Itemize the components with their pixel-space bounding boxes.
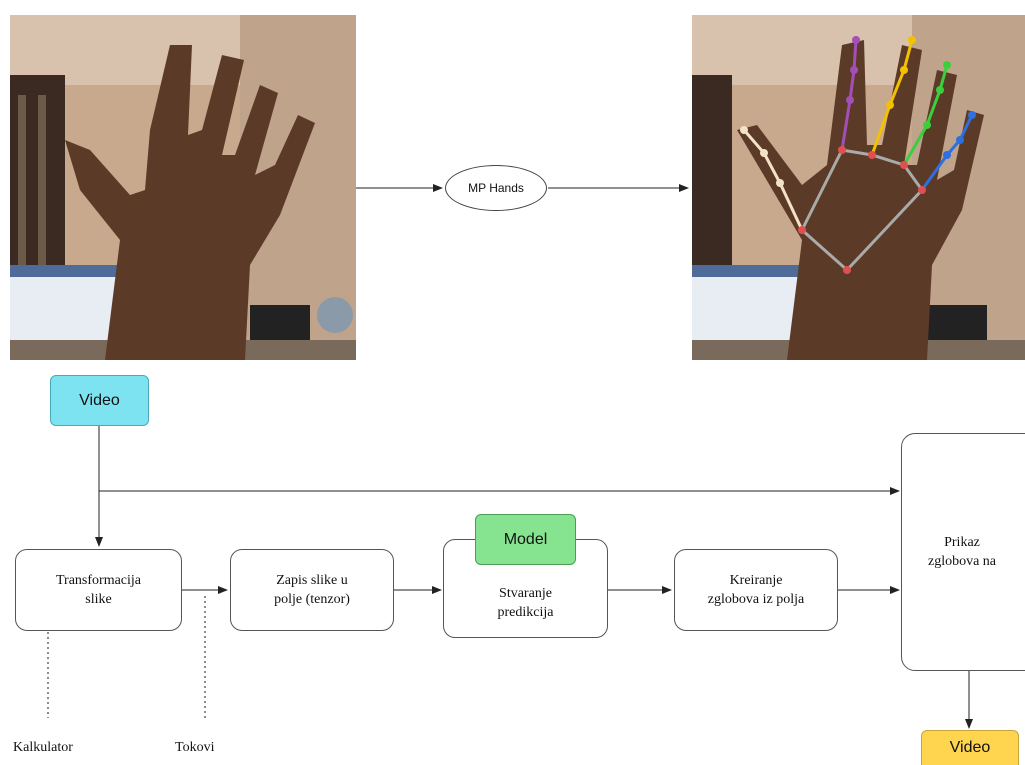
display-line-1: Prikaz: [944, 535, 980, 550]
tensor-step: Zapis slike u polje (tenzor): [230, 549, 394, 631]
video-output-label: Video: [949, 739, 991, 756]
joints-step: Kreiranje zglobova iz polja: [674, 549, 838, 631]
video-input: Video: [50, 375, 149, 426]
joints-line-2: zglobova iz polja: [707, 592, 805, 607]
predict-line-2: predikcija: [497, 604, 554, 620]
hand-photo: [10, 15, 356, 360]
joints-line-1: Kreiranje: [729, 573, 783, 588]
hand-landmarks-photo: [692, 15, 1025, 360]
calculator-note: Kalkulator: [13, 740, 73, 755]
mp-hands-node: MP Hands: [445, 165, 547, 211]
mp-hands-label: MP Hands: [468, 181, 524, 195]
transform-step: Transformacija slike: [15, 549, 182, 631]
display-line-2: zglobova na: [927, 554, 997, 569]
tensor-line-2: polje (tenzor): [274, 592, 350, 607]
display-step: Prikaz zglobova na: [901, 433, 1025, 671]
model-tag: Model: [475, 514, 576, 565]
tensor-line-1: Zapis slike u: [276, 573, 348, 588]
video-input-label: Video: [79, 391, 120, 409]
predict-line-1: Stvaranje: [499, 585, 552, 601]
streams-note: Tokovi: [175, 740, 215, 755]
hand-landmarks-photo-icon: [692, 15, 1025, 360]
model-label: Model: [503, 530, 548, 548]
transform-line-1: Transformacija: [55, 573, 142, 588]
video-output: Video: [921, 730, 1019, 765]
hand-photo-icon: [10, 15, 356, 360]
transform-line-2: slike: [85, 592, 112, 607]
